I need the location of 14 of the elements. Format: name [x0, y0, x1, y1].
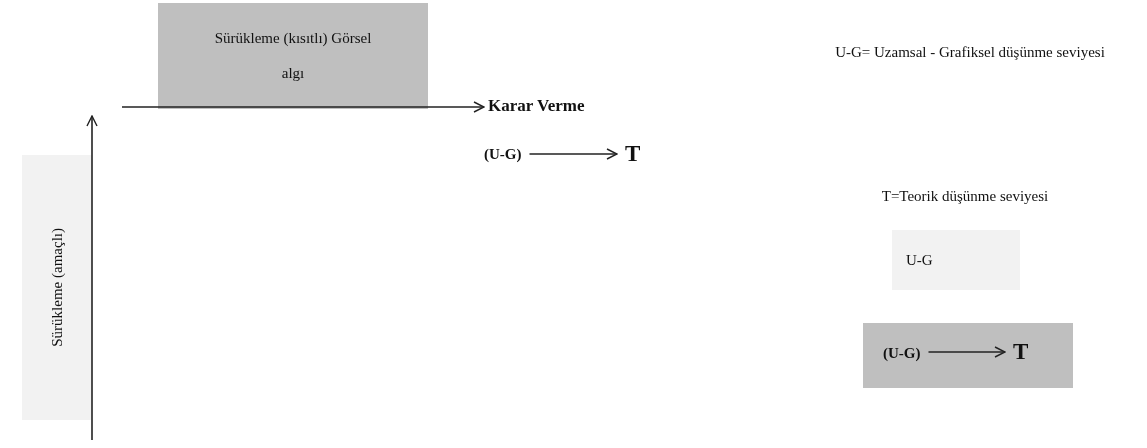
process-box: Sürükleme (amaçlı) — [22, 155, 92, 420]
legend-note: T=Teorik düşünme seviyesi — [880, 187, 1050, 206]
legend-box: U-G — [892, 230, 1020, 290]
arrow — [528, 148, 618, 160]
level-label: T — [1013, 339, 1029, 365]
legend-box — [863, 323, 1073, 388]
level-label: T — [625, 141, 641, 167]
legend-note: U-G= Uzamsal - Grafiksel düşünme seviyesi — [835, 43, 1105, 62]
arrow — [927, 346, 1006, 358]
arrow — [121, 101, 485, 113]
decision-label: Karar Verme — [488, 96, 585, 116]
level-label: (U-G) — [883, 345, 921, 362]
level-label: (U-G) — [484, 146, 522, 163]
process-box: Sürükleme (kısıtlı) Görsel algı — [158, 3, 428, 109]
